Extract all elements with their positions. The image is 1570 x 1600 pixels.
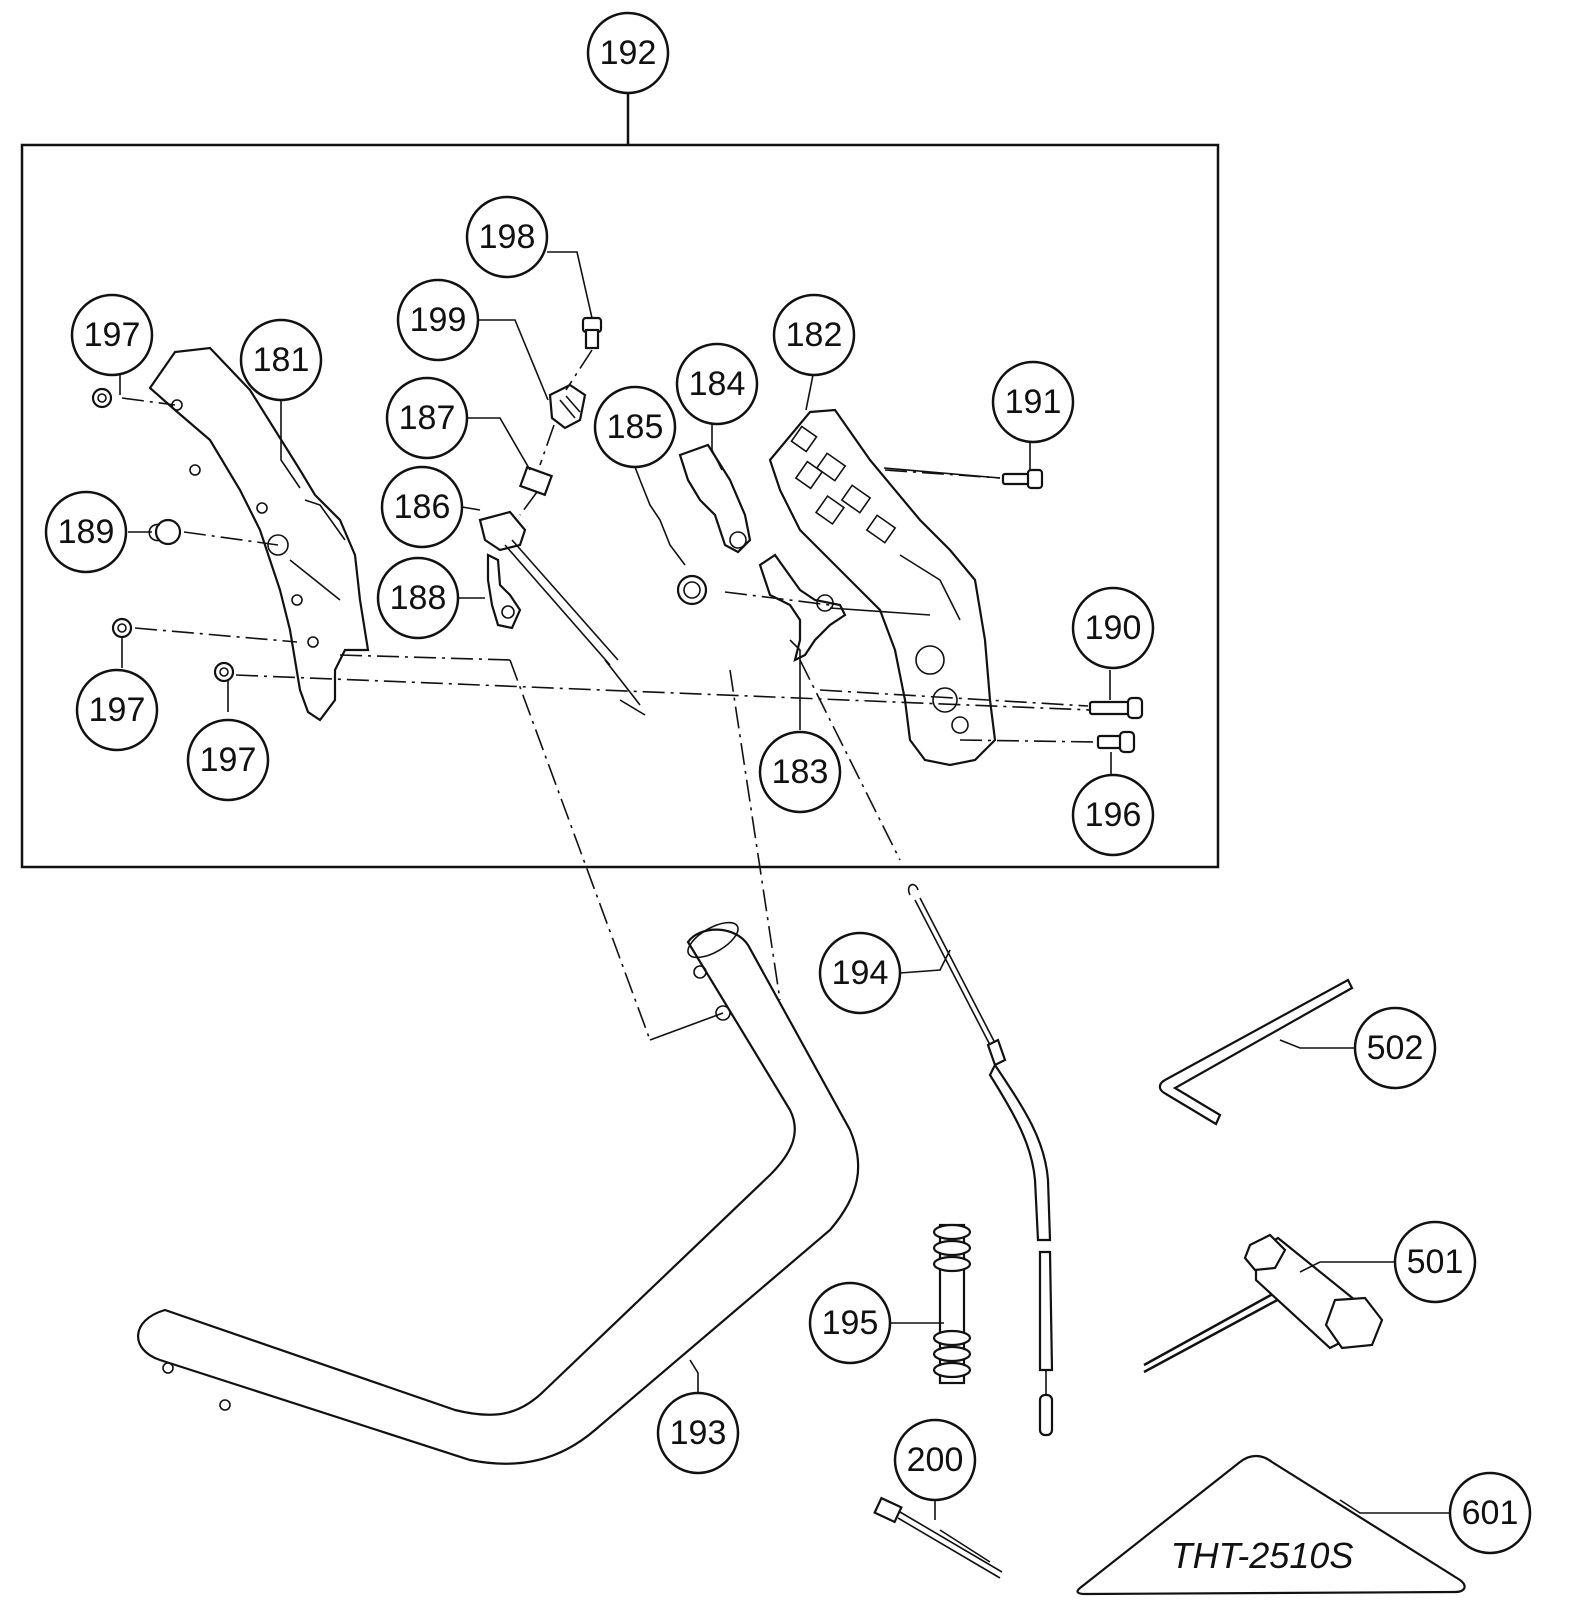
callout-182: 182: [772, 293, 856, 377]
callout-197-mid: 197: [75, 668, 159, 752]
assembly-lines: [121, 349, 1097, 1041]
nut-197-mid: [111, 617, 133, 639]
svg-text:197: 197: [200, 741, 257, 779]
callout-197-top: 197: [70, 293, 154, 377]
callout-181: 181: [239, 318, 323, 402]
lockout-lever-184: [678, 443, 752, 554]
hex-key-502: [1158, 978, 1354, 1126]
callout-196: 196: [1071, 773, 1155, 857]
cable-end-200: [873, 1496, 1003, 1579]
spring-185: [639, 479, 708, 606]
assembly-frame: [20, 143, 1220, 869]
svg-text:502: 502: [1367, 1029, 1424, 1067]
callout-192: 192: [586, 11, 670, 95]
leader-lines: [119, 251, 1450, 1520]
svg-text:184: 184: [689, 365, 746, 403]
warning-label-601: THT-2510S: [1076, 1454, 1466, 1596]
svg-text:186: 186: [394, 488, 451, 526]
knob-199: [548, 383, 587, 430]
callout-199: 199: [396, 278, 480, 362]
callout-190: 190: [1071, 586, 1155, 670]
callout-198: 198: [465, 195, 549, 279]
svg-text:183: 183: [772, 753, 829, 791]
svg-text:185: 185: [607, 408, 664, 446]
housing-half-182: [768, 408, 997, 767]
svg-text:195: 195: [822, 1304, 879, 1342]
callout-184: 184: [675, 342, 759, 426]
clip-188: [486, 553, 522, 630]
switch-assembly-186: [478, 510, 646, 716]
svg-text:199: 199: [410, 301, 467, 339]
callout-195: 195: [808, 1281, 892, 1365]
callout-185: 185: [593, 385, 677, 469]
svg-text:601: 601: [1462, 1494, 1519, 1532]
screw-196: [1096, 730, 1136, 754]
screw-191: [1001, 468, 1044, 490]
svg-text:194: 194: [832, 954, 889, 992]
callout-183: 183: [758, 730, 842, 814]
socket-wrench-501: [1143, 1233, 1384, 1374]
model-label: THT-2510S: [1171, 1535, 1354, 1576]
callout-193: 193: [656, 1391, 740, 1475]
svg-text:192: 192: [600, 34, 657, 72]
svg-text:191: 191: [1005, 383, 1062, 421]
callout-502: 502: [1353, 1006, 1437, 1090]
callout-189: 189: [44, 490, 128, 574]
svg-text:501: 501: [1407, 1243, 1464, 1281]
callout-197-bottom: 197: [186, 718, 270, 802]
svg-text:196: 196: [1085, 796, 1142, 834]
callout-186: 186: [380, 465, 464, 549]
callout-200: 200: [893, 1418, 977, 1502]
callout-501: 501: [1393, 1220, 1477, 1304]
svg-text:188: 188: [390, 579, 447, 617]
svg-text:189: 189: [58, 513, 115, 551]
throttle-cable-194: [907, 883, 1054, 1437]
svg-text:198: 198: [479, 218, 536, 256]
callout-194: 194: [818, 931, 902, 1015]
plate-187: [518, 465, 554, 497]
callout-601: 601: [1448, 1471, 1532, 1555]
callout-188: 188: [376, 556, 460, 640]
svg-text:182: 182: [786, 316, 843, 354]
nut-197-bottom: [213, 661, 235, 683]
svg-text:187: 187: [399, 399, 456, 437]
cushion-spring-195: [932, 1223, 972, 1385]
cap-189: [148, 518, 182, 546]
callout-187: 187: [385, 376, 469, 460]
svg-text:197: 197: [84, 316, 141, 354]
svg-text:200: 200: [907, 1441, 964, 1479]
housing-half-181: [148, 346, 370, 722]
svg-text:197: 197: [89, 691, 146, 729]
screw-190: [1088, 696, 1144, 720]
shaft-tube-193: [137, 921, 860, 1465]
screw-198: [581, 316, 603, 350]
nut-197-top: [91, 387, 113, 409]
callout-191: 191: [991, 360, 1075, 444]
svg-text:181: 181: [253, 341, 310, 379]
svg-text:193: 193: [670, 1414, 727, 1452]
svg-text:190: 190: [1085, 609, 1142, 647]
